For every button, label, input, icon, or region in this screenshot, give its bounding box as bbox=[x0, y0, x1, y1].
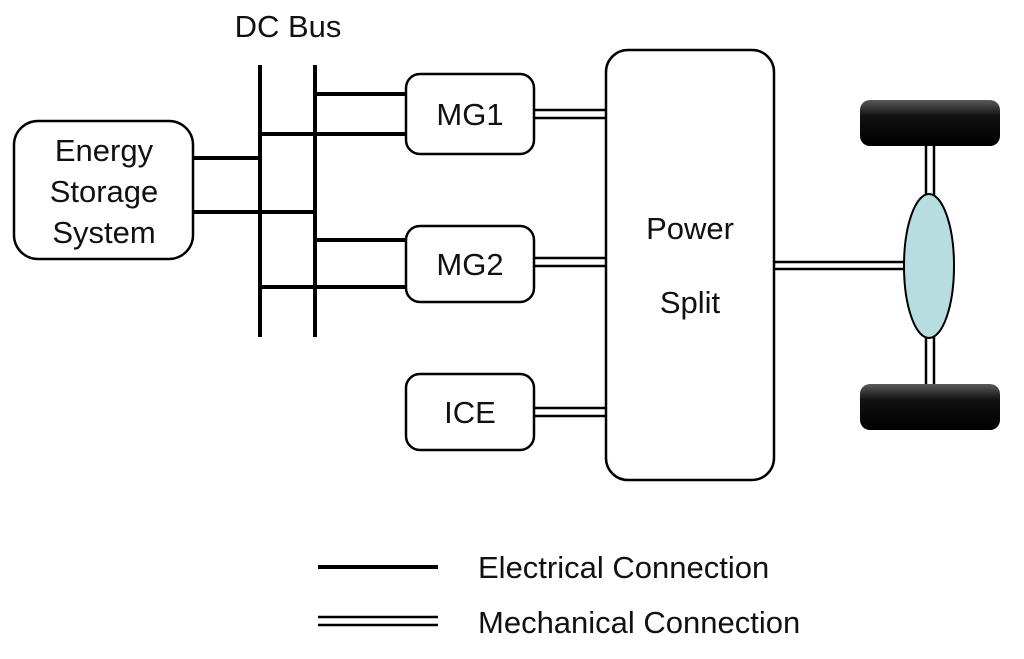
power-split-label-line1: Power bbox=[646, 211, 734, 246]
energy-storage-system-block: Energy Storage System bbox=[12, 119, 195, 261]
ess-label-line3: System bbox=[52, 215, 155, 250]
dc-bus-label: DC Bus bbox=[235, 9, 342, 44]
electrical-connections bbox=[193, 92, 406, 289]
ice-block: ICE bbox=[404, 372, 536, 452]
wheel-top bbox=[860, 100, 1000, 146]
wheel-bottom bbox=[860, 384, 1000, 430]
mg1-block: MG1 bbox=[404, 72, 536, 156]
ice-label: ICE bbox=[444, 395, 496, 430]
legend: Electrical Connection Mechanical Connect… bbox=[318, 550, 800, 640]
mg1-label: MG1 bbox=[436, 97, 503, 132]
ess-label-line2: Storage bbox=[50, 174, 159, 209]
differential bbox=[903, 193, 955, 339]
legend-mechanical-label: Mechanical Connection bbox=[478, 605, 800, 640]
power-split-block: Power Split bbox=[604, 48, 776, 482]
mechanical-connections bbox=[534, 108, 936, 418]
mg2-block: MG2 bbox=[404, 224, 536, 304]
mg2-label: MG2 bbox=[436, 247, 503, 282]
power-split-label-line2: Split bbox=[660, 285, 721, 320]
wheels bbox=[860, 100, 1000, 430]
dc-bus bbox=[258, 65, 317, 337]
ess-label-line1: Energy bbox=[55, 133, 154, 168]
legend-electrical-label: Electrical Connection bbox=[478, 550, 769, 585]
